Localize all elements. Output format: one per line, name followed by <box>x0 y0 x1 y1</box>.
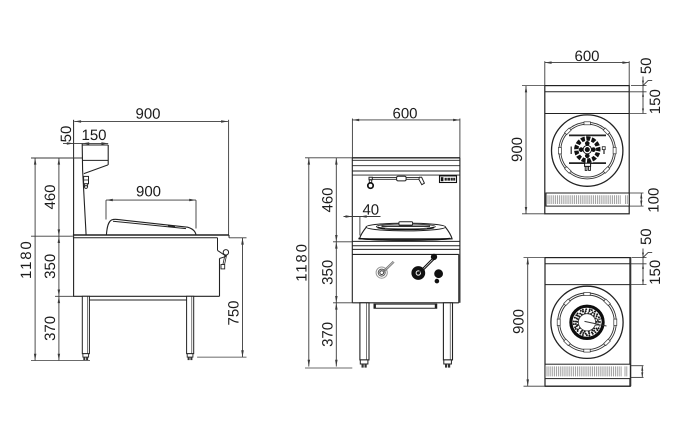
svg-text:460: 460 <box>42 184 59 209</box>
svg-text:900: 900 <box>511 309 528 334</box>
svg-text:750: 750 <box>225 300 242 325</box>
svg-text:1180: 1180 <box>293 242 310 281</box>
svg-text:50: 50 <box>638 228 655 245</box>
svg-text:150: 150 <box>647 260 664 285</box>
svg-text:900: 900 <box>136 183 161 200</box>
svg-text:460: 460 <box>319 187 336 212</box>
svg-text:370: 370 <box>319 322 336 347</box>
svg-text:350: 350 <box>319 260 336 285</box>
svg-text:150: 150 <box>81 127 106 144</box>
svg-text:40: 40 <box>362 202 379 219</box>
svg-text:150: 150 <box>647 89 664 114</box>
svg-text:600: 600 <box>574 48 599 65</box>
svg-text:900: 900 <box>509 137 526 162</box>
svg-text:900: 900 <box>135 106 160 123</box>
svg-text:600: 600 <box>392 105 417 122</box>
svg-text:100: 100 <box>646 188 663 213</box>
svg-text:370: 370 <box>42 316 59 341</box>
svg-text:350: 350 <box>42 254 59 279</box>
svg-text:50: 50 <box>58 126 75 143</box>
svg-text:50: 50 <box>638 57 655 74</box>
svg-text:1180: 1180 <box>18 239 35 278</box>
